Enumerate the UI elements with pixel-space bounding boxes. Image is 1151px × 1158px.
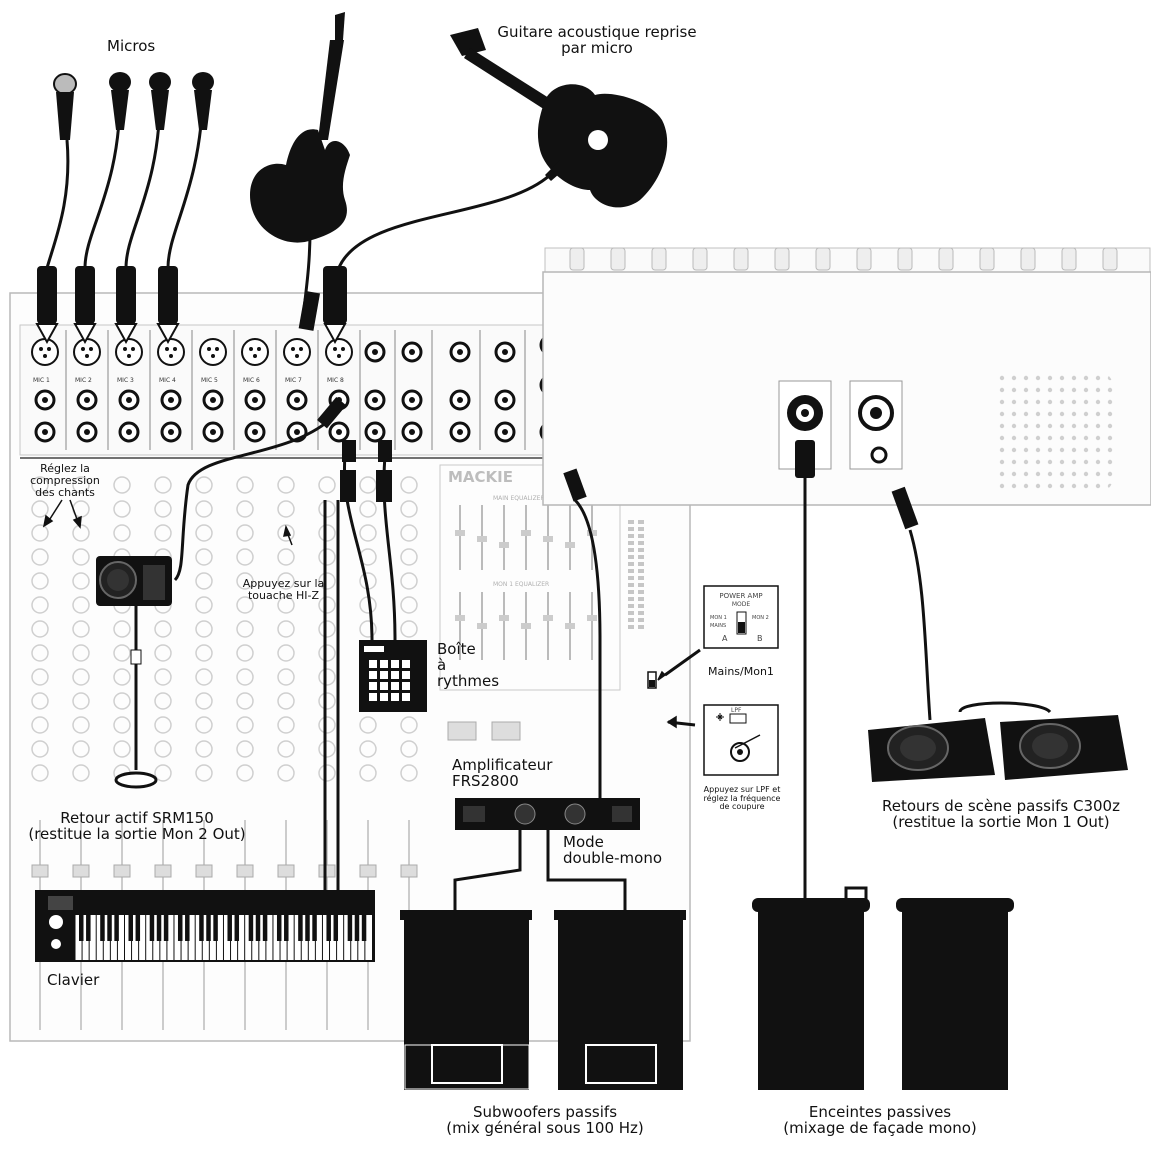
mains-mon1-label: Mains/Mon1	[708, 665, 774, 678]
callout-arrows	[42, 499, 677, 729]
c300z-label-line1: Retours de scène passifs C300z	[882, 797, 1120, 815]
power-mode-inset: POWER AMP MODE MON 1 MAINS MON 2 A B	[703, 585, 779, 649]
drum-machine-label: Boîte à rythmes	[437, 641, 499, 690]
passive-speakers-label-line2: (mixage de façade mono)	[783, 1119, 977, 1138]
vent-grille	[995, 372, 1113, 492]
subwoofers-label: Subwoofers passifs (mix général sous 100…	[420, 1103, 670, 1138]
c300z-label-line2: (restitue la sortie Mon 1 Out)	[892, 813, 1110, 832]
acoustic-guitar-label: Guitare acoustique reprise par micro	[477, 23, 717, 58]
channel-4-sockets	[157, 338, 185, 443]
microphone-4	[192, 72, 214, 130]
power-mode-subtitle: MODE	[732, 601, 751, 608]
dual-mono-label-line1: Mode	[563, 833, 604, 851]
lpf-instruction-label: Appuyez sur LPF et réglez la fréquence d…	[690, 785, 794, 812]
c300z-label: Retours de scène passifs C300z (restitue…	[856, 797, 1146, 832]
lpf-inset: LPF	[703, 704, 779, 776]
channel-label: MIC 3	[117, 377, 134, 384]
power-mode-title: POWER AMP	[719, 592, 762, 600]
channel-label: MIC 2	[75, 377, 92, 384]
keyboard-label: Clavier	[47, 971, 100, 989]
srm150-label: Retour actif SRM150 (restitue la sortie …	[6, 809, 268, 844]
channel-label: MIC 1	[33, 377, 50, 384]
fx-display	[447, 721, 477, 741]
drum-machine-label-line3: rythmes	[437, 672, 500, 691]
srm150-label-line2: (restitue la sortie Mon 2 Out)	[28, 825, 246, 844]
micros-label: Micros	[107, 37, 156, 55]
power-mode-a: A	[722, 634, 728, 643]
acoustic-guitar-icon	[450, 28, 668, 208]
channel-1-sockets	[31, 338, 59, 443]
channel-label: MIC 5	[201, 377, 218, 384]
drum-machine	[359, 640, 427, 712]
power-mode-mon2: MON 2	[752, 615, 769, 621]
speaker-out-b	[849, 380, 903, 470]
channel-label: MIC 8	[327, 377, 344, 384]
dual-mono-label: Mode double-mono	[563, 833, 663, 868]
microphone-1	[53, 73, 77, 140]
dual-mono-label-line2: double-mono	[563, 849, 663, 868]
channel-5-sockets	[199, 338, 227, 443]
channel-6-sockets	[241, 338, 269, 443]
subwoofers-label-line2: (mix général sous 100 Hz)	[446, 1119, 644, 1138]
acoustic-guitar-label-line2: par micro	[561, 39, 633, 58]
amplifier-label-line2: FRS2800	[452, 772, 519, 791]
mixer-brand: MACKIE	[448, 468, 513, 486]
acoustic-guitar-label-line1: Guitare acoustique reprise	[497, 23, 697, 41]
hiz-label-line2: touache HI-Z	[247, 588, 320, 602]
main-eq-label: MAIN EQUALIZER	[493, 495, 545, 502]
amplifier-label-line1: Amplificateur	[452, 756, 553, 774]
passive-speakers	[752, 898, 1014, 1090]
xlr-plugs	[35, 266, 347, 345]
channel-label: MIC 6	[243, 377, 260, 384]
channel-2-sockets	[73, 338, 101, 443]
lpf-instruction-line3: de coupure	[719, 802, 765, 812]
hiz-label-line1: Appuyez sur la	[242, 577, 325, 590]
mon-eq-label: MON 1 EQUALIZER	[493, 581, 549, 588]
channel-3-sockets	[115, 338, 143, 443]
lpf-inset-label: LPF	[731, 707, 742, 714]
compression-label: Réglez la compression des chants	[22, 463, 108, 499]
compression-label-line1: Réglez la	[40, 462, 90, 475]
amplifier-frs2800	[455, 798, 640, 830]
power-mode-mon1: MON 1	[710, 615, 727, 621]
subwoofers	[400, 910, 686, 1090]
keyboard-instrument	[35, 890, 375, 962]
drum-machine-label-line2: à	[437, 656, 447, 675]
c300z-monitors	[868, 715, 1128, 782]
power-mode-b: B	[757, 634, 763, 643]
lpf-instruction-line1: Appuyez sur LPF et	[703, 785, 781, 794]
lpf-instruction-line2: réglez la fréquence	[703, 793, 781, 803]
jack-plugs	[316, 397, 919, 530]
channel-label: MIC 4	[159, 377, 176, 384]
amplifier-label: Amplificateur FRS2800	[452, 756, 553, 791]
srm150-label-line1: Retour actif SRM150	[60, 809, 214, 827]
power-mode-mains: MAINS	[710, 623, 726, 629]
speaker-out-a	[778, 380, 832, 470]
microphone-2	[109, 72, 131, 130]
srm150-monitor	[96, 556, 172, 789]
passive-speakers-label-line1: Enceintes passives	[808, 1103, 952, 1121]
microphones	[53, 72, 214, 140]
power-amp-chassis	[542, 247, 1151, 506]
electric-guitar-icon	[250, 12, 350, 331]
hiz-label: Appuyez sur la touache HI-Z	[236, 578, 331, 602]
channel-7-sockets	[283, 338, 311, 443]
microphone-3	[149, 72, 171, 130]
subwoofers-label-line1: Subwoofers passifs	[472, 1103, 618, 1121]
passive-speakers-label: Enceintes passives (mixage de façade mon…	[760, 1103, 1000, 1138]
compression-label-line2: compression	[30, 473, 100, 487]
drum-machine-label-line1: Boîte	[437, 640, 476, 658]
channel-label: MIC 7	[285, 377, 302, 384]
compression-label-line3: des chants	[35, 485, 95, 499]
